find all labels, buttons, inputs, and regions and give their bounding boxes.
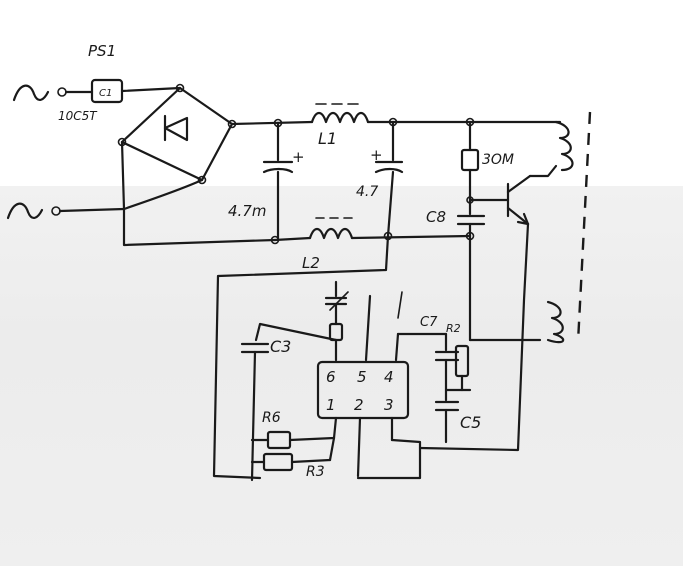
resistor-r6 — [250, 430, 336, 450]
top-rail — [230, 103, 562, 128]
cap-c7-r2-c5 — [396, 332, 472, 444]
resistor-r3 — [250, 436, 336, 472]
ic-package — [316, 360, 422, 480]
cap-top-ic — [324, 280, 403, 362]
label-fuse-value: 10C5T — [58, 109, 98, 123]
label-pin5: 5 — [357, 368, 367, 386]
cap-mid — [374, 120, 404, 238]
fuse-ps1 — [90, 78, 182, 104]
label-cap-plus-2: + — [370, 146, 383, 164]
label-pin6: 6 — [326, 368, 336, 386]
transformer — [546, 111, 592, 344]
label-pin4: 4 — [384, 368, 394, 386]
label-cap-mid-value: 4.7 — [356, 184, 378, 200]
label-fuse: PS1 — [88, 42, 116, 60]
label-c7: C7 — [420, 315, 438, 330]
label-c8: C8 — [426, 208, 446, 226]
label-l1: L1 — [318, 129, 337, 148]
label-pin1: 1 — [326, 396, 336, 414]
label-r6: R6 — [262, 410, 281, 426]
label-cap-left-value: 4.7m — [228, 202, 266, 220]
label-r2: R2 — [446, 322, 461, 335]
relay-coil — [460, 120, 480, 204]
bridge-rectifier — [117, 83, 277, 247]
label-cap-plus: + — [292, 148, 305, 166]
cap-left — [262, 121, 294, 242]
label-r3: R3 — [306, 464, 325, 480]
label-l2: L2 — [302, 254, 320, 272]
paper-shadow — [0, 186, 683, 566]
label-fuse-inner: C1 — [99, 88, 112, 99]
label-c3: C3 — [270, 337, 291, 356]
bottom-rail — [212, 217, 475, 480]
label-pin2: 2 — [354, 396, 364, 414]
transistor — [418, 164, 558, 452]
ac-input-top — [12, 84, 94, 102]
cap-c3 — [240, 322, 338, 482]
ac-input-bottom — [6, 202, 126, 220]
cap-c8 — [456, 198, 542, 342]
label-relay: 3OM — [482, 152, 514, 168]
label-c5: C5 — [460, 413, 481, 432]
label-pin3: 3 — [384, 396, 394, 414]
